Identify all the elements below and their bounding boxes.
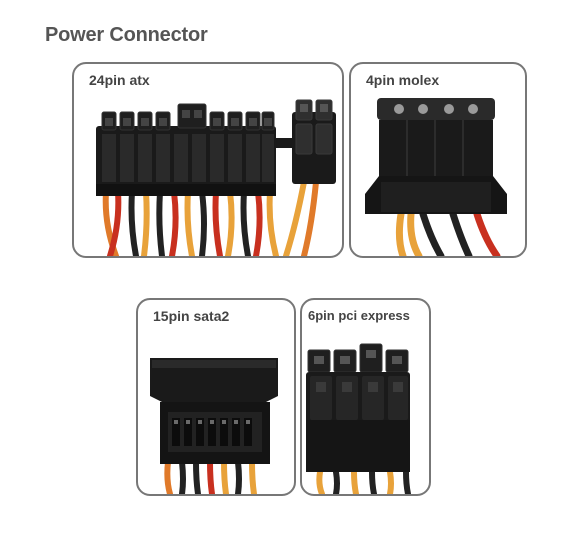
connector-card-atx: 24pin atx	[72, 62, 344, 258]
pcie-6pin-connector-icon	[306, 343, 411, 494]
connector-card-sata: 15pin sata2	[136, 298, 296, 496]
connector-card-pcie: 6pin pci express	[300, 298, 431, 496]
connector-card-molex: 4pin molex	[349, 62, 527, 258]
connector-label-molex: 4pin molex	[366, 72, 440, 88]
molex-4pin-connector-icon	[365, 98, 507, 256]
page-title: Power Connector	[45, 24, 208, 46]
connector-label-sata: 15pin sata2	[153, 308, 230, 324]
atx-24pin-connector-icon	[96, 99, 336, 256]
sata-15pin-connector-icon	[150, 358, 278, 494]
connector-label-pcie: 6pin pci express	[308, 308, 410, 323]
connector-label-atx: 24pin atx	[89, 72, 150, 88]
